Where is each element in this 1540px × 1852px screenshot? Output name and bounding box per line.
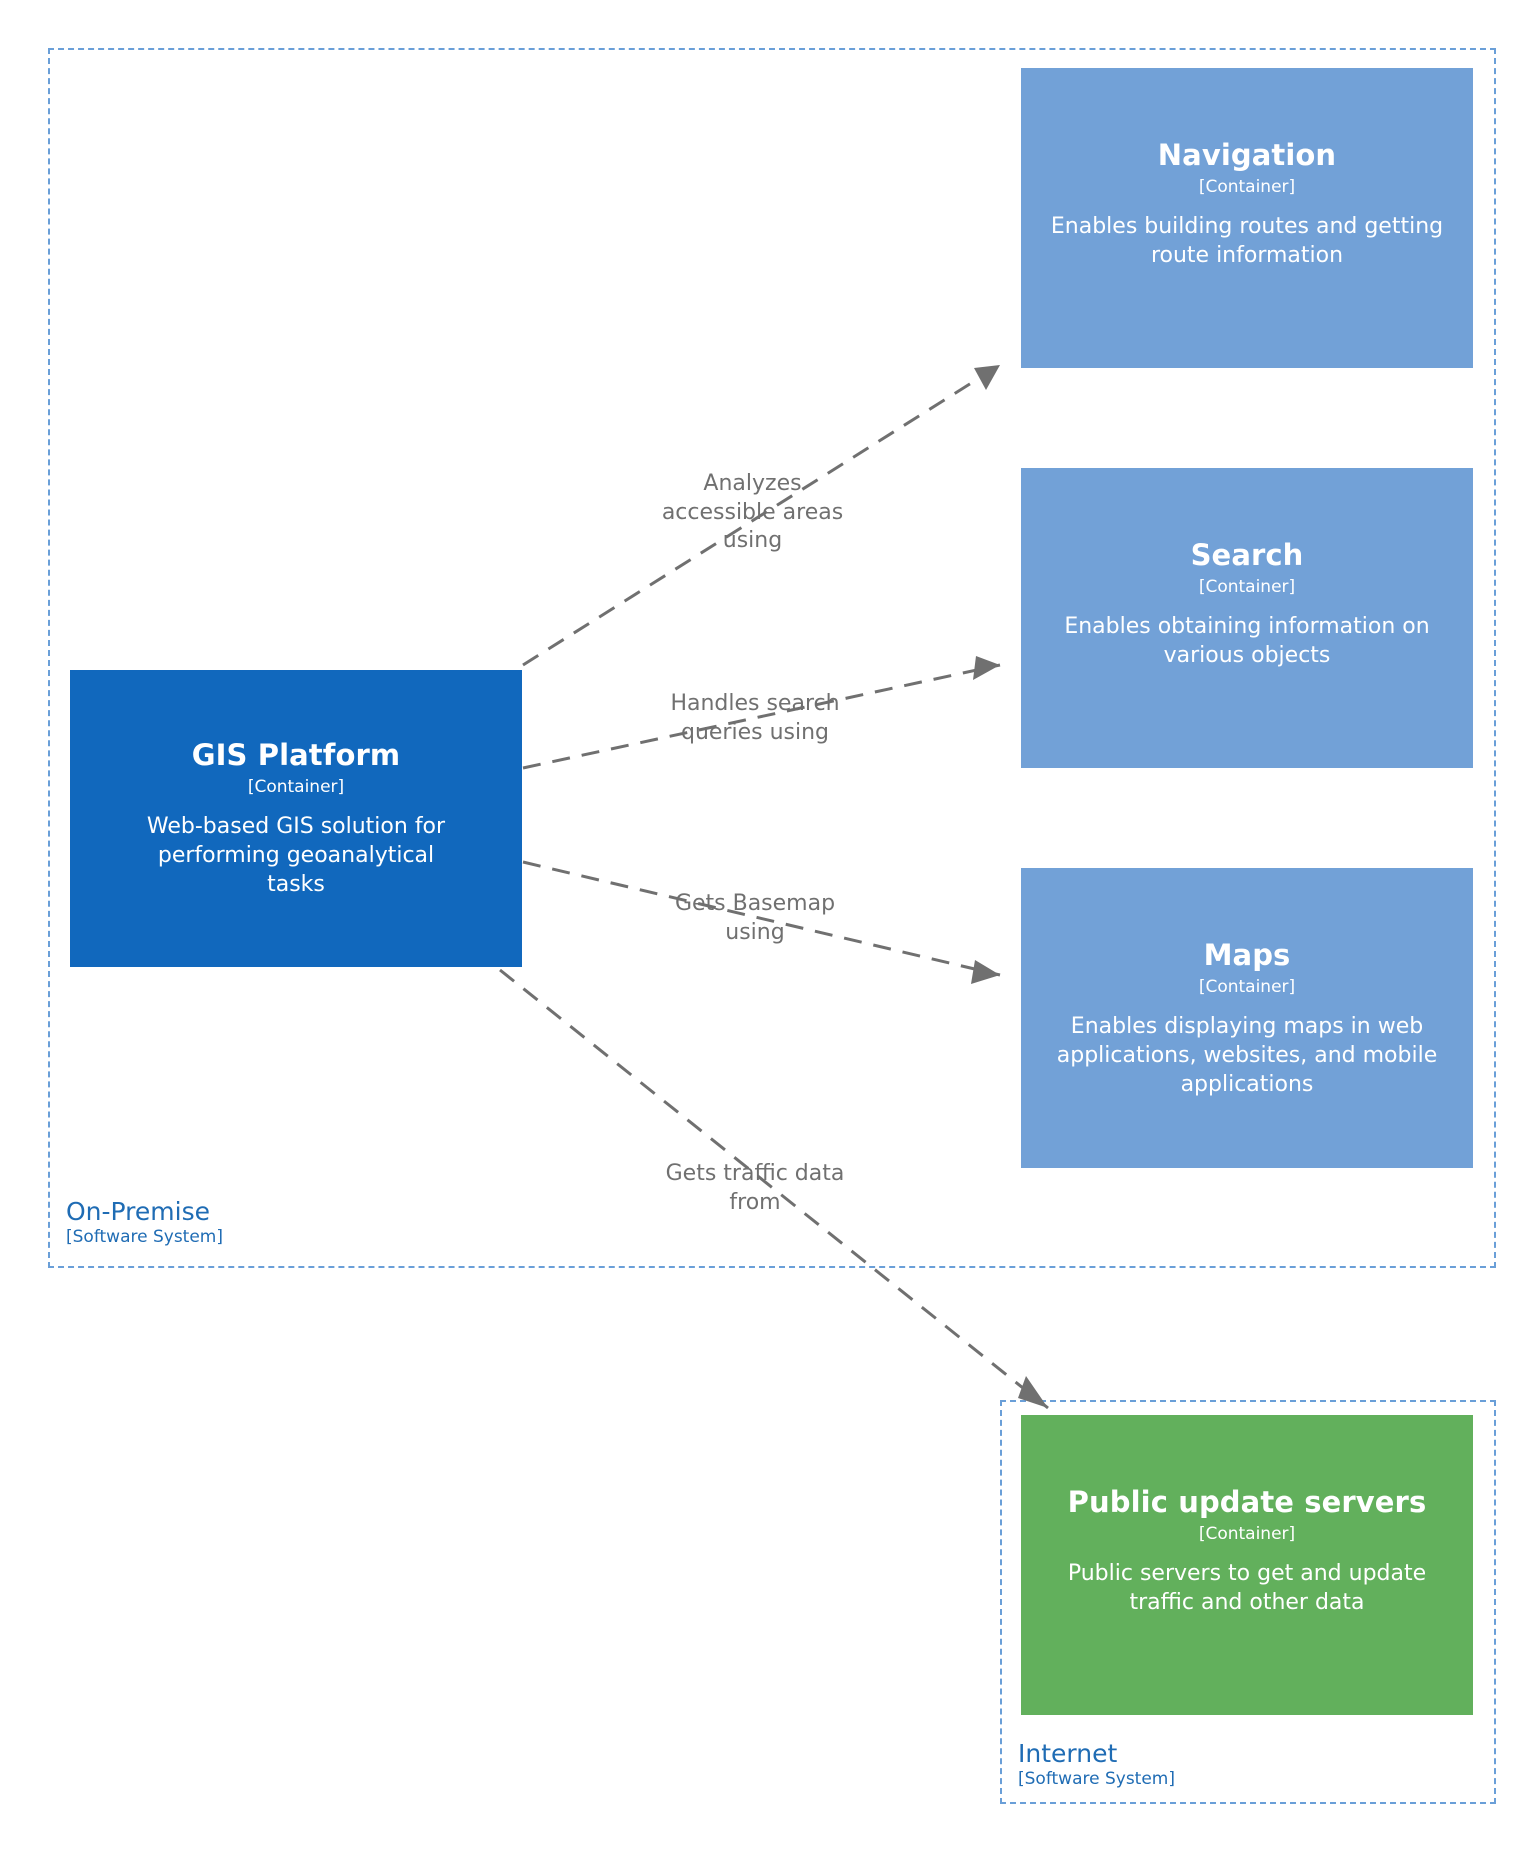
relationship-label-public-update-servers: Gets traffic data from [665, 1161, 845, 1215]
node-gis-platform-title: GIS Platform [191, 737, 401, 772]
relationship-label-maps: Gets Basemap using [674, 891, 836, 945]
relationship-label-search: Handles search queries using [670, 691, 840, 745]
node-navigation-title: Navigation [1157, 138, 1337, 172]
boundary-internet-name: Internet [1018, 1739, 1118, 1768]
node-gis-platform-description: Web-based GIS solution for performing ge… [146, 813, 446, 898]
node-maps-type: [Container] [1198, 976, 1296, 997]
node-navigation-description: Enables building routes and getting rout… [1050, 214, 1444, 269]
node-maps-title: Maps [1203, 938, 1291, 972]
node-navigation[interactable]: Navigation [Container] Enables building … [1021, 68, 1473, 368]
node-search-description: Enables obtaining information on various… [1064, 614, 1430, 669]
node-public-update-servers-type: [Container] [1198, 1523, 1296, 1544]
boundary-on-premise-type: [Software System] [66, 1227, 224, 1247]
node-maps[interactable]: Maps [Container] Enables displaying maps… [1021, 868, 1473, 1168]
boundary-on-premise-label: On-Premise [Software System] [66, 1198, 223, 1247]
node-search-title: Search [1190, 538, 1304, 572]
node-navigation-type: [Container] [1198, 176, 1296, 197]
node-gis-platform[interactable]: GIS Platform [Container] Web-based GIS s… [70, 670, 522, 967]
boundary-on-premise-name: On-Premise [66, 1197, 210, 1226]
boundary-internet-type: [Software System] [1018, 1769, 1176, 1789]
node-search-type: [Container] [1198, 576, 1296, 597]
node-maps-description: Enables displaying maps in web applicati… [1056, 1014, 1438, 1098]
boundary-internet [1000, 1400, 1496, 1804]
relationship-label-navigation: Analyzes accessible areas using [661, 471, 844, 554]
node-public-update-servers-title: Public update servers [1067, 1485, 1427, 1519]
boundary-internet-label: Internet [Software System] [1018, 1740, 1175, 1789]
node-search[interactable]: Search [Container] Enables obtaining inf… [1021, 468, 1473, 768]
node-public-update-servers[interactable]: Public update servers [Container] Public… [1021, 1415, 1473, 1715]
node-gis-platform-type: [Container] [247, 776, 345, 797]
node-public-update-servers-description: Public servers to get and update traffic… [1067, 1561, 1427, 1616]
